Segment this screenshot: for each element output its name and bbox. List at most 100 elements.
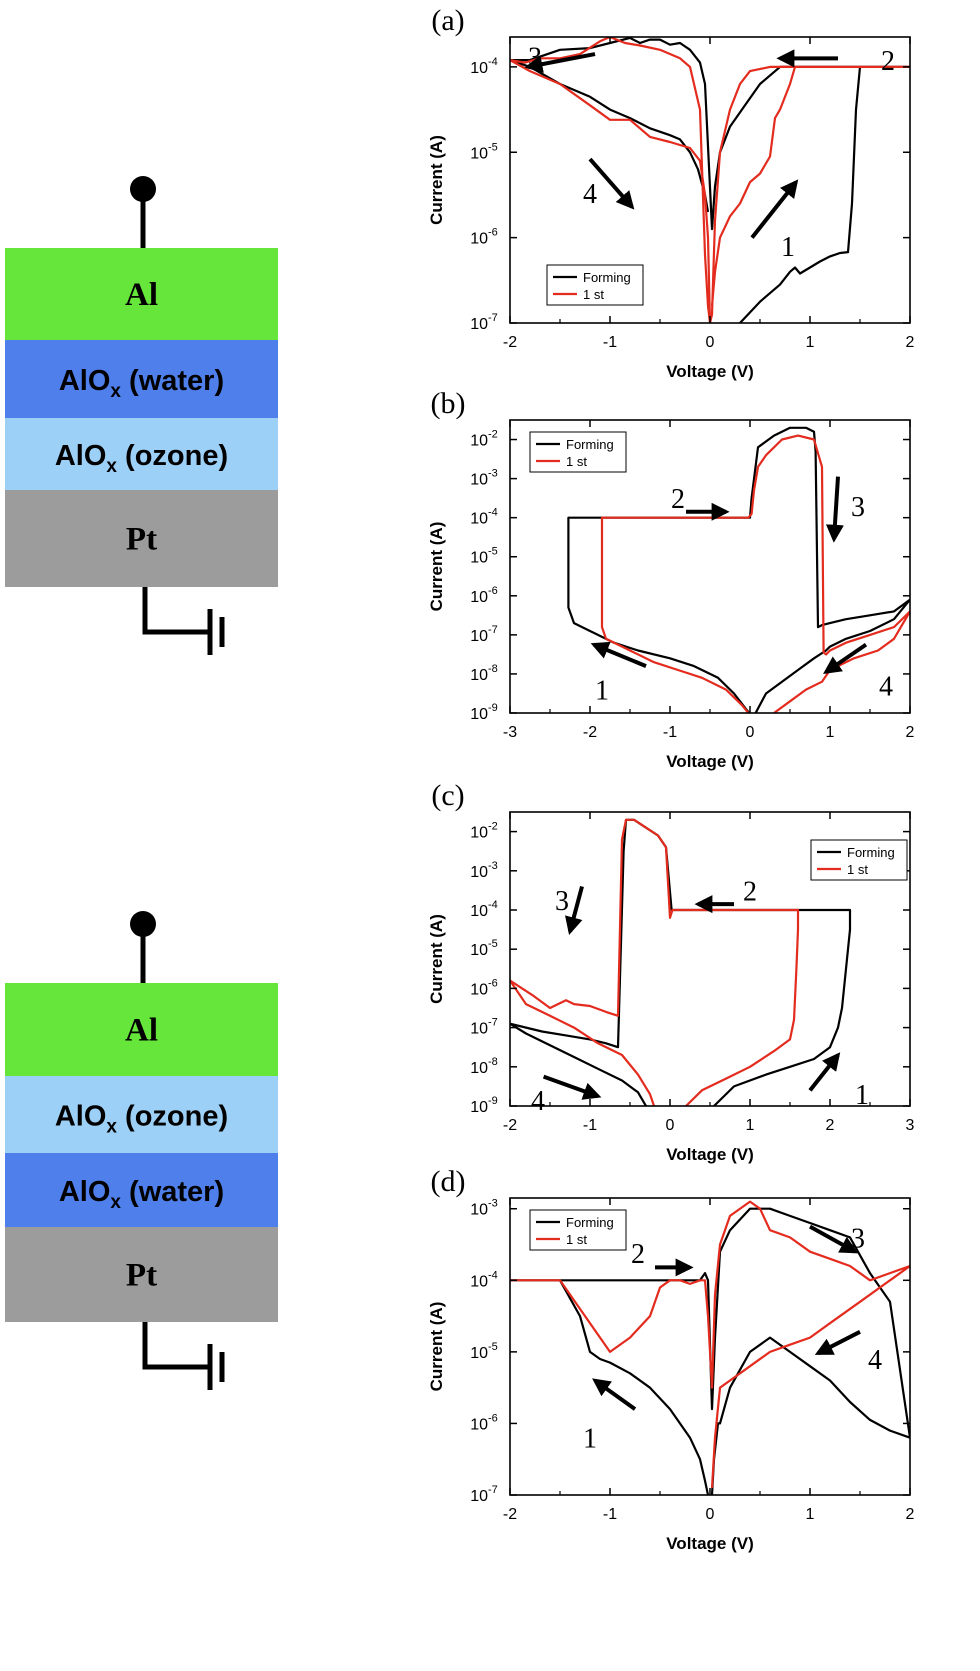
y-tick-exponent: -7 <box>488 1484 498 1496</box>
layer-4 <box>5 1227 278 1322</box>
sweep-step-label: 4 <box>879 672 893 703</box>
layer-label-tail: (ozone) <box>117 440 228 472</box>
y-tick-label: 10-6 <box>470 227 498 248</box>
y-tick-exponent: -5 <box>488 938 498 950</box>
y-tick-label: 10-9 <box>470 1095 498 1116</box>
layer-label: Al <box>125 1013 158 1049</box>
direction-arrow <box>592 1378 637 1411</box>
legend-label: 1 st <box>566 1232 587 1247</box>
y-tick-exponent: -2 <box>488 429 498 441</box>
sweep-step-label: 1 <box>855 1080 869 1111</box>
sweep-step-label: 1 <box>595 676 609 707</box>
series-line-forming <box>510 818 852 1106</box>
y-tick-label: 10-3 <box>470 1198 498 1219</box>
y-tick-exponent: -6 <box>488 585 498 597</box>
layer-1 <box>5 248 278 340</box>
x-axis-label: Voltage (V) <box>666 1145 754 1164</box>
legend-box <box>529 431 627 473</box>
layer-label: Pt <box>126 522 157 558</box>
ground-wire <box>142 587 208 635</box>
y-tick-exponent: -3 <box>488 860 498 872</box>
layer-label: AlOx (water) <box>59 1176 224 1213</box>
layer-label-subscript: x <box>110 381 121 402</box>
x-tick-label: 0 <box>706 334 715 351</box>
sweep-step-label: 2 <box>671 484 685 515</box>
electrode-contact-icon <box>130 911 156 937</box>
y-tick-label: 10-5 <box>470 938 498 959</box>
y-axis-label: Current (A) <box>427 135 446 225</box>
series-line-1st <box>600 434 910 713</box>
y-tick-exponent: -7 <box>488 624 498 636</box>
x-tick-label: 1 <box>826 724 835 741</box>
y-tick-base: 10 <box>470 706 488 723</box>
legend-box <box>546 264 644 306</box>
layer-3 <box>5 418 278 490</box>
x-tick-label: 1 <box>806 334 815 351</box>
x-tick-label: 2 <box>826 1117 835 1134</box>
y-tick-exponent: -5 <box>488 546 498 558</box>
y-tick-exponent: -6 <box>488 227 498 239</box>
y-tick-exponent: -4 <box>488 56 498 68</box>
y-tick-label: 10-5 <box>470 1341 498 1362</box>
legend-box <box>810 839 908 881</box>
x-tick-label: 2 <box>906 724 915 741</box>
x-axis-label: Voltage (V) <box>666 362 754 381</box>
direction-arrow <box>814 1330 861 1356</box>
y-tick-label: 10-6 <box>470 585 498 606</box>
y-tick-base: 10 <box>470 1273 488 1290</box>
y-tick-exponent: -9 <box>488 702 498 714</box>
x-tick-label: -1 <box>603 334 617 351</box>
x-axis-label: Voltage (V) <box>666 1534 754 1553</box>
y-tick-label: 10-7 <box>470 1017 498 1038</box>
y-tick-base: 10 <box>470 1202 488 1219</box>
layer-2 <box>5 1076 278 1153</box>
layer-2 <box>5 340 278 418</box>
y-tick-base: 10 <box>470 472 488 489</box>
y-axis-label: Current (A) <box>427 914 446 1004</box>
sweep-step-label: 3 <box>851 1223 865 1254</box>
direction-arrow <box>825 476 844 543</box>
sweep-step-label: 1 <box>781 232 795 263</box>
y-tick-label: 10-8 <box>470 1056 498 1077</box>
legend-label: 1 st <box>583 287 604 302</box>
series-line-1st <box>510 1200 910 1488</box>
x-tick-label: 1 <box>806 1506 815 1523</box>
layer-label-tail: (water) <box>121 365 224 397</box>
series-line-1st <box>510 818 800 1106</box>
sweep-step-label: 2 <box>631 1239 645 1270</box>
x-tick-label: -1 <box>663 724 677 741</box>
layer-label: AlOx (ozone) <box>55 1101 228 1138</box>
y-tick-base: 10 <box>470 1488 488 1505</box>
x-tick-label: 0 <box>666 1117 675 1134</box>
y-tick-exponent: -6 <box>488 1412 498 1424</box>
x-tick-label: 0 <box>706 1506 715 1523</box>
y-tick-label: 10-7 <box>470 1484 498 1505</box>
panel-label: (c) <box>431 779 464 812</box>
legend-label: 1 st <box>847 862 868 877</box>
layer-label: Pt <box>126 1258 157 1294</box>
y-axis-label: Current (A) <box>427 1302 446 1392</box>
x-tick-label: 3 <box>906 1117 915 1134</box>
y-tick-exponent: -9 <box>488 1095 498 1107</box>
y-tick-exponent: -3 <box>488 468 498 480</box>
direction-arrow <box>524 52 596 74</box>
y-tick-exponent: -6 <box>488 977 498 989</box>
y-axis-label: Current (A) <box>427 522 446 612</box>
x-tick-label: -2 <box>503 1506 517 1523</box>
y-tick-label: 10-2 <box>470 429 498 450</box>
y-tick-exponent: -8 <box>488 1056 498 1068</box>
layer-label-subscript: x <box>106 1117 117 1138</box>
legend-label: Forming <box>847 845 895 860</box>
y-tick-base: 10 <box>470 1416 488 1433</box>
y-tick-exponent: -2 <box>488 821 498 833</box>
layer-4 <box>5 490 278 587</box>
y-tick-base: 10 <box>470 628 488 645</box>
legend-box <box>529 1209 627 1251</box>
electrode-contact-icon <box>130 176 156 202</box>
x-axis-label: Voltage (V) <box>666 752 754 771</box>
